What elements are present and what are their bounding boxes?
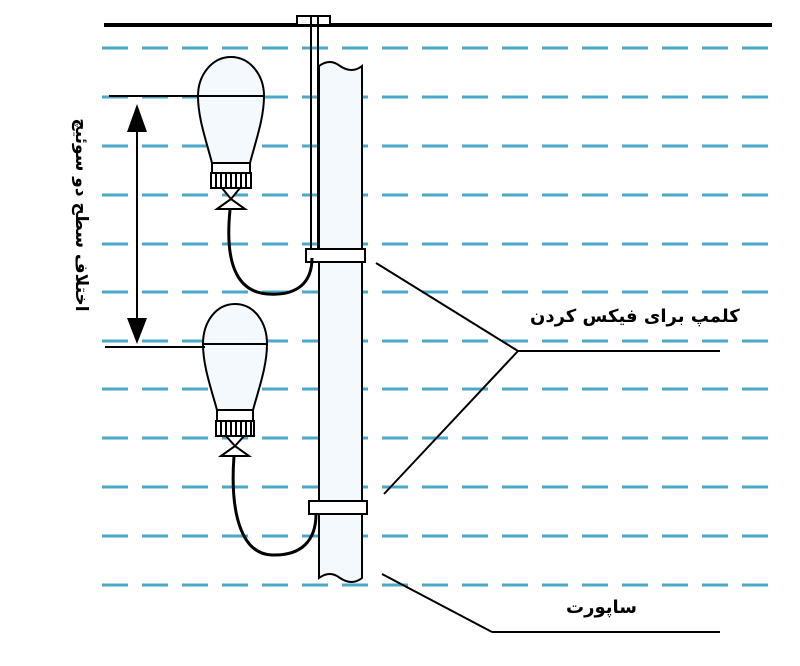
support-pipe [318, 61, 363, 583]
float-switch-icon [196, 55, 266, 210]
top-bracket [296, 15, 331, 26]
leader-lines [375, 262, 720, 633]
water-lines [102, 46, 775, 587]
clamp-upper [305, 248, 366, 263]
level-difference-label: اختلاف سطح دو سوئیچ [71, 118, 91, 312]
double-arrow-icon [127, 104, 147, 344]
float-cable-upper [227, 209, 314, 296]
float-cable-lower [231, 455, 318, 557]
clamp-lower [308, 500, 368, 515]
clamp-label: کلمپ برای فیکس کردن [530, 306, 740, 327]
float-switch-icon [201, 302, 269, 457]
support-label: ساپورت [566, 597, 637, 618]
